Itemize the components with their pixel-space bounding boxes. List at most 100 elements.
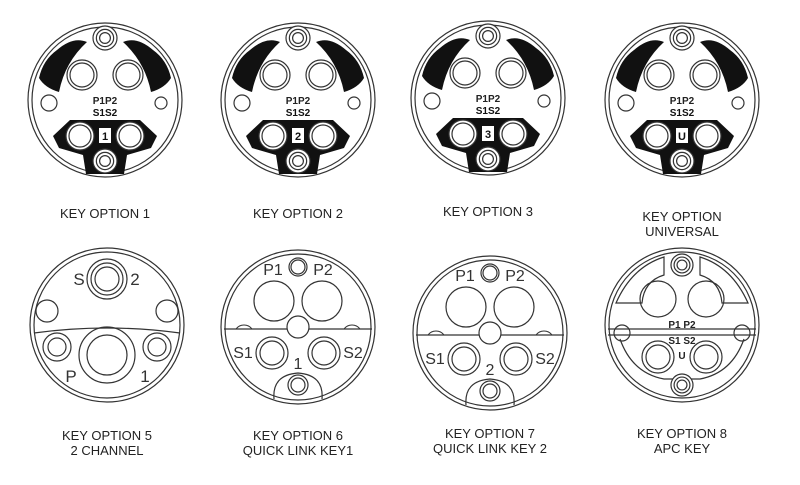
pin-label-s1s2: S1 S2 bbox=[668, 336, 696, 347]
key-number: 2 bbox=[295, 131, 301, 143]
right-pin-inner bbox=[147, 337, 167, 357]
caption-line: QUICK LINK KEY1 bbox=[242, 443, 354, 458]
key-number-box bbox=[482, 126, 494, 141]
right-pin bbox=[142, 332, 172, 362]
key-number: 3 bbox=[485, 129, 491, 141]
top-screw-core bbox=[98, 31, 112, 44]
bottom-pin bbox=[287, 374, 309, 396]
s1s2-label-box bbox=[89, 107, 121, 118]
pin-s1 bbox=[447, 342, 481, 376]
pin-s2 bbox=[307, 336, 341, 370]
caption-line: KEY OPTION 5 bbox=[61, 428, 153, 443]
pin-label-p1p2: P1P2 bbox=[670, 96, 695, 107]
right-hole bbox=[733, 324, 751, 342]
pin-s2-inner bbox=[501, 122, 525, 146]
caption-line: QUICK LINK KEY 2 bbox=[433, 441, 547, 456]
pin-s1-inner bbox=[451, 346, 477, 372]
left-hole bbox=[35, 299, 59, 323]
s2-pin-inner bbox=[94, 266, 120, 292]
top-key-slots bbox=[615, 256, 749, 304]
divider-line bbox=[33, 327, 181, 334]
top-screw-ring bbox=[673, 256, 691, 274]
pin-p1 bbox=[445, 286, 487, 328]
bottom-pin-inner bbox=[290, 377, 306, 393]
bottom-screw-core bbox=[291, 154, 305, 167]
pin-s2 bbox=[692, 121, 722, 151]
pin-p2-inner bbox=[308, 62, 334, 88]
key-number-box bbox=[292, 128, 304, 143]
key-number: U bbox=[678, 351, 685, 362]
pin-s2-inner bbox=[693, 344, 719, 370]
s1s2-label-box bbox=[666, 107, 698, 118]
caption-line: APC KEY bbox=[653, 441, 711, 456]
pin-p2-inner bbox=[692, 62, 718, 88]
pin-s2-inner bbox=[503, 346, 529, 372]
left-notch bbox=[235, 324, 253, 330]
top-pin bbox=[480, 263, 500, 283]
caption-key-option-2: KEY OPTION 2 bbox=[203, 206, 393, 221]
left-hole bbox=[617, 94, 635, 112]
pin-p2 bbox=[689, 59, 721, 91]
pin-p1-inner bbox=[262, 62, 288, 88]
pin-s2 bbox=[115, 121, 145, 151]
key-number: U bbox=[678, 131, 686, 143]
top-pin bbox=[288, 257, 308, 277]
caption-line: KEY OPTION 8 bbox=[636, 426, 728, 441]
s2-pin-outer bbox=[86, 258, 128, 300]
pin-s1-inner bbox=[68, 124, 92, 148]
right-notch bbox=[343, 324, 361, 330]
right-key-slot bbox=[316, 40, 364, 92]
left-key-slot bbox=[422, 38, 470, 90]
label-p2: P2 bbox=[313, 262, 333, 279]
bottom-screw-core bbox=[675, 154, 689, 167]
right-hole bbox=[155, 299, 179, 323]
label-2: 2 bbox=[130, 270, 139, 289]
key-number: 1 bbox=[294, 356, 303, 373]
caption-line: KEY OPTION 3 bbox=[442, 204, 534, 219]
pin-p1 bbox=[259, 59, 291, 91]
top-screw-ring bbox=[288, 28, 308, 48]
right-notch bbox=[535, 330, 553, 336]
top-pin-inner bbox=[290, 259, 306, 275]
top-screw-core bbox=[675, 31, 689, 44]
label-s1: S1 bbox=[233, 345, 253, 362]
bottom-screw-ring bbox=[288, 151, 308, 171]
top-screw-ring bbox=[478, 26, 498, 46]
s1s2-label-box bbox=[282, 107, 314, 118]
pin-s1 bbox=[258, 121, 288, 151]
key-number: 2 bbox=[486, 362, 495, 379]
label-1: 1 bbox=[140, 367, 149, 386]
caption-line: UNIVERSAL bbox=[645, 224, 719, 239]
top-pin-inner bbox=[482, 265, 498, 281]
caption-line: KEY OPTION 1 bbox=[59, 206, 151, 221]
caption-line: KEY OPTION 6 bbox=[252, 428, 344, 443]
key-number: 1 bbox=[102, 131, 108, 143]
top-screw-core bbox=[676, 259, 688, 271]
bottom-boss bbox=[465, 378, 515, 406]
bottom-screw-core bbox=[98, 154, 112, 167]
pin-label-p1p2: P1 P2 bbox=[668, 320, 696, 331]
pin-p1-inner bbox=[452, 60, 478, 86]
inner-ring bbox=[33, 251, 181, 399]
pin-p2 bbox=[112, 59, 144, 91]
pin-p2 bbox=[687, 280, 725, 318]
right-hole bbox=[154, 96, 168, 110]
bottom-pin-inner bbox=[482, 383, 498, 399]
right-hole bbox=[537, 94, 551, 108]
left-hole bbox=[423, 92, 441, 110]
caption-line: KEY OPTION bbox=[642, 209, 722, 224]
inner-ring bbox=[608, 251, 756, 399]
inner-ring bbox=[224, 253, 372, 401]
pin-label-p1p2: P1P2 bbox=[286, 96, 311, 107]
pin-p2 bbox=[493, 286, 535, 328]
left-key-slot bbox=[232, 40, 280, 92]
left-pin bbox=[42, 332, 72, 362]
pin-p1 bbox=[639, 280, 677, 318]
bottom-screw-core bbox=[676, 379, 688, 391]
label-p2: P2 bbox=[505, 268, 525, 285]
